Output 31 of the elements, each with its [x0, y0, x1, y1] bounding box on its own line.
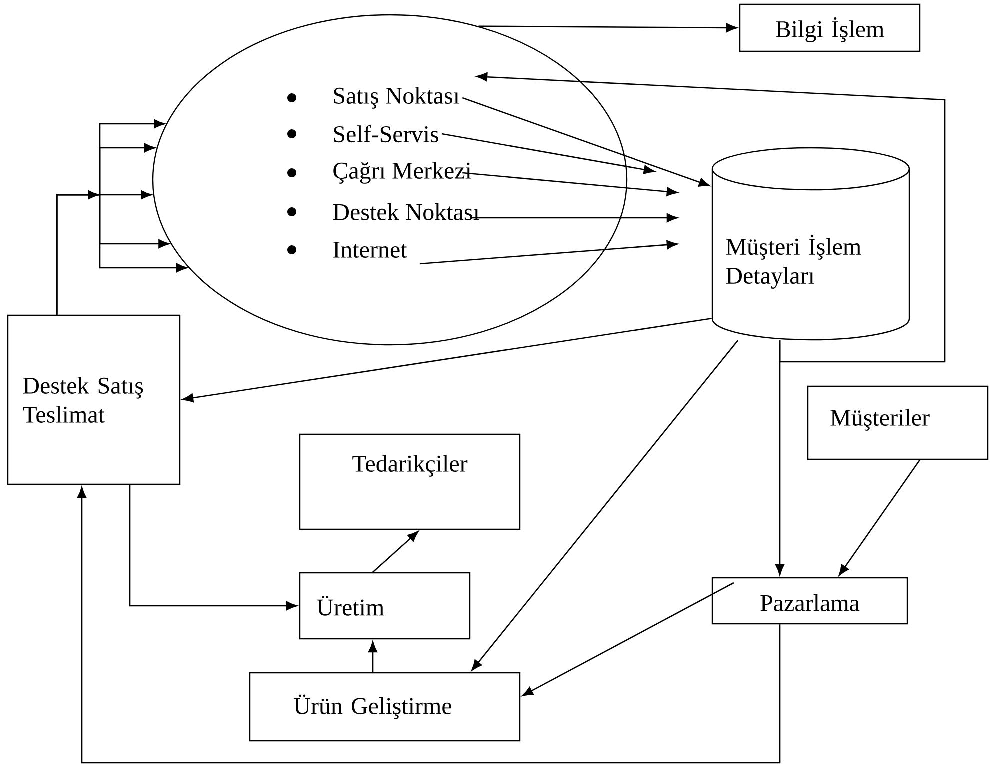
arrow	[78, 487, 781, 764]
list-item: Self-Servis	[334, 125, 438, 143]
arrow	[476, 72, 946, 363]
list-item: Internet	[334, 242, 408, 258]
arrow	[462, 172, 678, 196]
ellipse-shape	[152, 14, 628, 346]
list-item: Destek Noktası	[333, 204, 480, 220]
list-item: Satış Noktası	[334, 87, 460, 109]
arrow	[368, 642, 378, 672]
arrow	[420, 240, 678, 265]
arrow	[472, 340, 739, 672]
process-box: Üretim	[299, 572, 471, 640]
arrow	[470, 214, 678, 223]
arrow	[776, 340, 784, 576]
node-label: Müşteri İşlem Detayları	[726, 235, 862, 289]
arrow	[462, 97, 710, 187]
database-cylinder: Müşteri İşlem Detayları	[712, 147, 910, 341]
arrow	[478, 23, 738, 32]
process-box: Müşteriler	[807, 386, 989, 460]
arrow	[129, 485, 298, 611]
arrow	[182, 318, 712, 403]
arrow	[372, 531, 419, 573]
list-item: Çağrı Merkezi	[334, 162, 472, 184]
process-box: Tedarikçiler	[299, 434, 521, 530]
process-box: Pazarlama	[712, 577, 908, 625]
arrow	[838, 460, 921, 576]
process-box: Destek Satış Teslimat	[7, 314, 181, 486]
arrow	[522, 582, 734, 696]
process-box: Bilgi İşlem	[739, 4, 921, 52]
arrow	[442, 133, 655, 174]
process-box: Ürün Geliştirme	[249, 672, 521, 742]
